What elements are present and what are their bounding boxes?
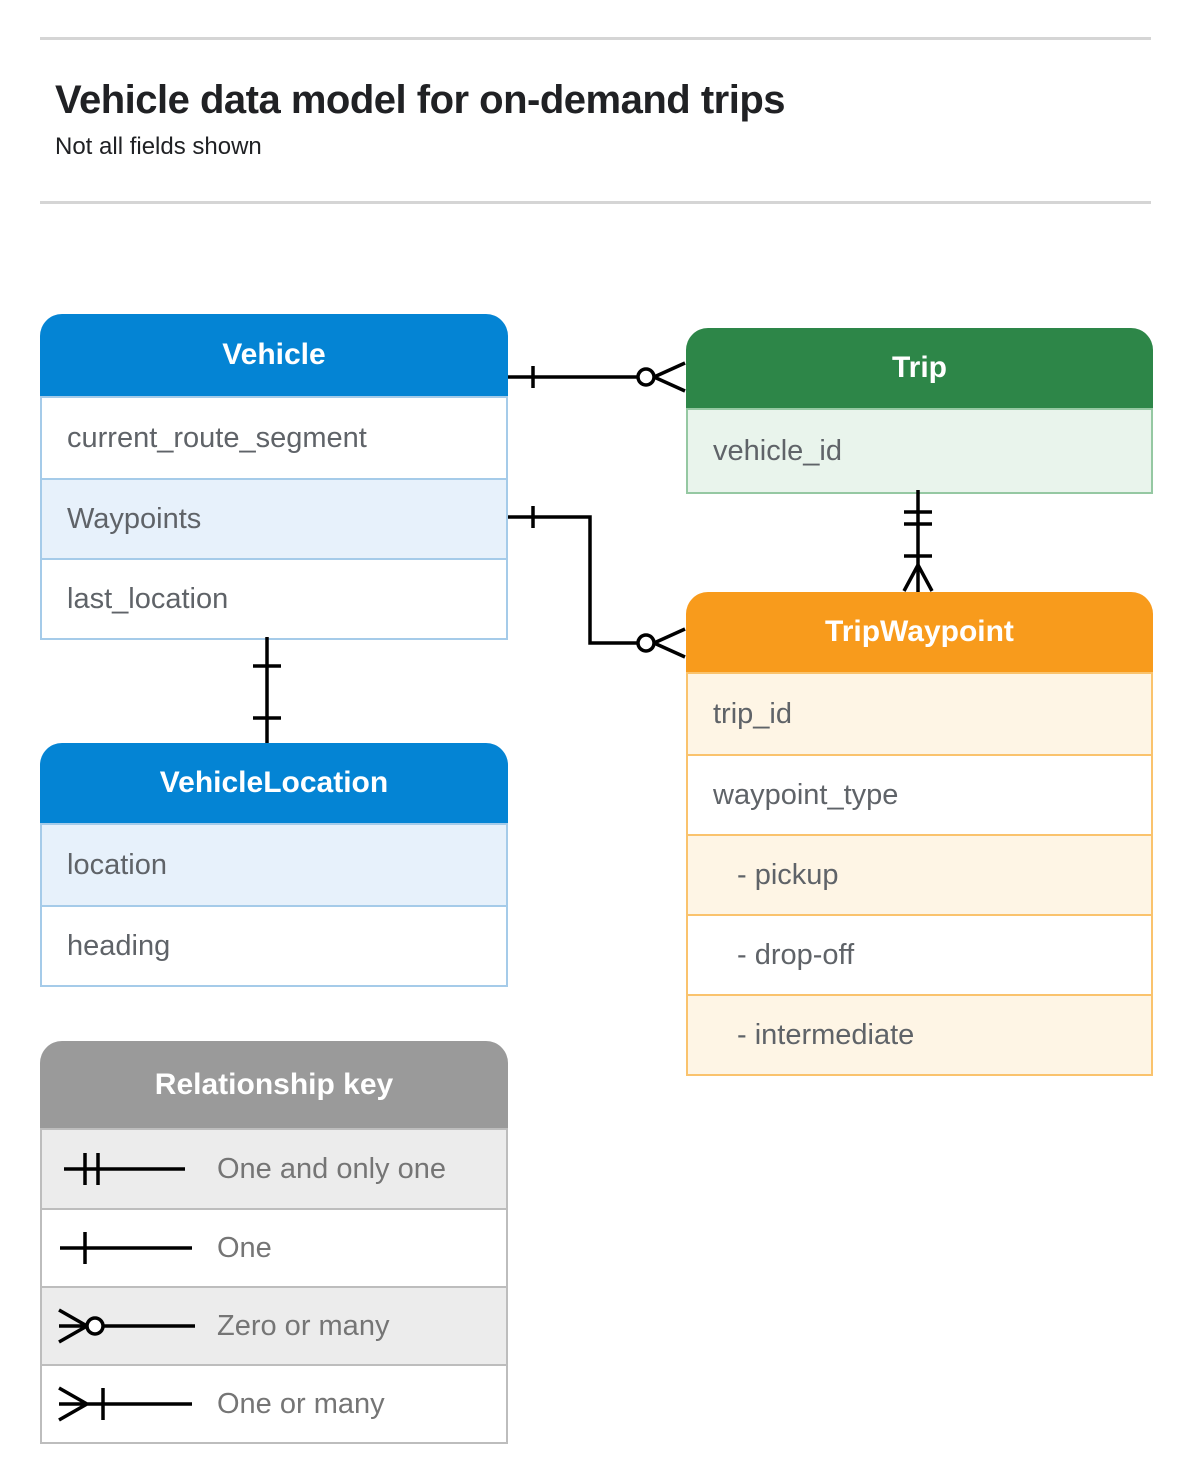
relationship-key-title: Relationship key	[154, 1067, 394, 1101]
field-heading: heading	[42, 905, 506, 985]
page-subtitle: Not all fields shown	[55, 133, 262, 160]
key-label: One and only one	[217, 1152, 446, 1185]
entity-trip-rows: vehicle_id	[686, 408, 1153, 494]
field-last-location: last_location	[42, 558, 506, 638]
entity-trip-waypoint-title: TripWaypoint	[825, 615, 1014, 648]
connector-trip-tripwaypoint	[902, 490, 934, 592]
key-row-one: One	[42, 1208, 506, 1286]
field-waypoint-type: waypoint_type	[688, 754, 1151, 834]
entity-vehicle-rows: current_route_segment Waypoints last_loc…	[40, 396, 508, 640]
key-row-zero-or-many: Zero or many	[42, 1286, 506, 1364]
entity-trip: Trip vehicle_id	[686, 328, 1153, 494]
connector-vehicle-vehiclelocation	[253, 637, 281, 743]
divider-bottom	[40, 201, 1151, 204]
connector-vehicle-trip	[508, 361, 686, 393]
one-icon	[57, 1219, 207, 1277]
relationship-key-header: Relationship key	[40, 1041, 508, 1128]
entity-trip-waypoint-header: TripWaypoint	[686, 592, 1153, 672]
key-label: One	[217, 1231, 272, 1264]
entity-vehicle-location-title: VehicleLocation	[159, 766, 389, 799]
field-current-route-segment: current_route_segment	[42, 398, 506, 478]
key-row-one-and-only-one: One and only one	[42, 1130, 506, 1208]
entity-trip-waypoint: TripWaypoint trip_id waypoint_type - pic…	[686, 592, 1153, 1076]
field-waypoint-type-drop-off: - drop-off	[688, 914, 1151, 994]
zero-or-many-icon	[57, 1297, 207, 1355]
entity-vehicle-title: Vehicle	[222, 338, 326, 371]
field-location: location	[42, 825, 506, 905]
key-label: One or many	[217, 1387, 385, 1420]
field-waypoint-type-pickup: - pickup	[688, 834, 1151, 914]
entity-trip-header: Trip	[686, 328, 1153, 408]
key-label: Zero or many	[217, 1309, 390, 1342]
key-row-one-or-many: One or many	[42, 1364, 506, 1442]
relationship-key: Relationship key One and only one One	[40, 1041, 508, 1444]
one-or-many-icon	[57, 1375, 207, 1433]
field-waypoint-type-intermediate: - intermediate	[688, 994, 1151, 1074]
entity-trip-waypoint-rows: trip_id waypoint_type - pickup - drop-of…	[686, 672, 1153, 1076]
field-waypoints: Waypoints	[42, 478, 506, 558]
divider-top	[40, 37, 1151, 40]
connector-waypoints-tripwaypoint	[508, 506, 686, 659]
entity-vehicle-header: Vehicle	[40, 314, 508, 396]
entity-vehicle-location-header: VehicleLocation	[40, 743, 508, 823]
entity-vehicle-location: VehicleLocation location heading	[40, 743, 508, 987]
one-and-only-one-icon	[57, 1140, 207, 1198]
entity-vehicle-location-rows: location heading	[40, 823, 508, 987]
field-trip-id: trip_id	[688, 674, 1151, 754]
field-vehicle-id: vehicle_id	[688, 410, 1151, 492]
relationship-key-rows: One and only one One Zero or many	[40, 1128, 508, 1444]
entity-vehicle: Vehicle current_route_segment Waypoints …	[40, 314, 508, 640]
entity-trip-title: Trip	[891, 351, 947, 384]
page-title: Vehicle data model for on-demand trips	[55, 78, 786, 122]
